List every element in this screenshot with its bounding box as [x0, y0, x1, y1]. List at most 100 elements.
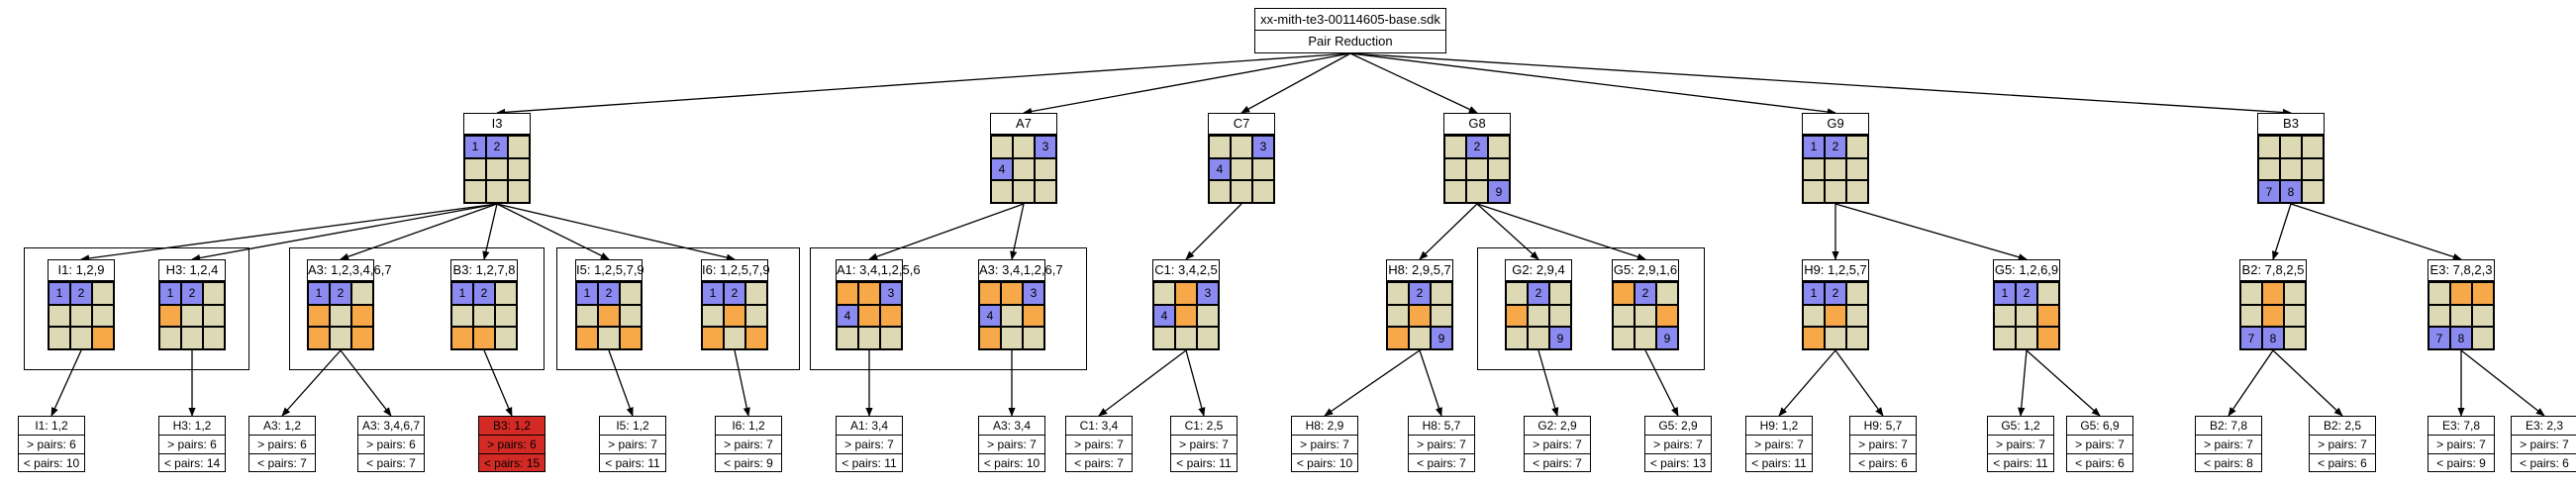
grid-cell: 2	[1825, 282, 1846, 305]
node-label: G5: 1,2,6,9	[1993, 259, 2060, 281]
grid-cell	[1209, 136, 1231, 158]
leaf-greater-pairs: > pairs: 7	[716, 436, 781, 454]
grid-cell	[858, 327, 880, 349]
grid-cell	[576, 327, 598, 349]
grid-cell	[1506, 327, 1528, 349]
grid-cell	[1431, 304, 1452, 328]
leaf-greater-pairs: > pairs: 7	[2067, 436, 2132, 454]
grid-cell	[2302, 136, 2324, 158]
grid-cell	[2284, 304, 2306, 328]
grid-cell: 4	[837, 304, 858, 328]
grid-cell	[1444, 136, 1466, 158]
node-cluster	[24, 247, 249, 370]
grid-cell	[1013, 157, 1035, 181]
tree-edge	[50, 349, 82, 417]
grid-cell	[451, 304, 473, 328]
leaf-label: H9: 5,7	[1850, 417, 1916, 436]
grid-cell	[495, 304, 517, 328]
grid-cell	[2450, 304, 2472, 328]
grid-cell	[702, 327, 724, 349]
grid-cell: 9	[1549, 327, 1571, 349]
leaf-node: B2: 7,8> pairs: 7< pairs: 8	[2195, 416, 2262, 472]
leaf-label: I6: 1,2	[716, 417, 781, 436]
leaf-label: G5: 1,2	[1988, 417, 2053, 436]
grid-cell: 4	[1153, 304, 1175, 328]
grid-cell	[1506, 282, 1528, 305]
grid-cell	[1001, 304, 1023, 328]
grid-cell: 9	[1488, 180, 1510, 203]
tree-edge	[483, 349, 513, 417]
tree-edge	[340, 349, 392, 417]
tree-edge	[1476, 203, 1539, 260]
grid-cell	[181, 327, 203, 349]
grid-cell	[508, 136, 530, 158]
leaf-node: A3: 1,2> pairs: 6< pairs: 7	[248, 416, 316, 472]
node-label: B3: 1,2,7,8	[450, 259, 518, 281]
grid-cell	[495, 327, 517, 349]
grid-cell	[2284, 327, 2306, 349]
grid-cell	[2037, 282, 2059, 305]
tree-edge	[1419, 349, 1442, 417]
grid-cell	[2240, 304, 2262, 328]
node-cluster	[556, 247, 800, 370]
grid-cell	[1001, 282, 1023, 305]
grid-cell	[1825, 304, 1846, 328]
leaf-greater-pairs: > pairs: 7	[2512, 436, 2576, 454]
grid-cell	[1846, 180, 1868, 203]
grid-cell	[473, 304, 495, 328]
grid-cell	[1528, 327, 1549, 349]
leaf-lesser-pairs: < pairs: 7	[257, 456, 307, 470]
grid-cell	[1444, 180, 1466, 203]
grid-cell: 2	[1409, 282, 1431, 305]
node-label: G8	[1443, 113, 1511, 135]
grid-cell	[745, 282, 767, 305]
leaf-node: G5: 6,9> pairs: 7< pairs: 6	[2066, 416, 2133, 472]
leaf-greater-pairs: > pairs: 7	[837, 436, 902, 454]
grid-cell	[70, 327, 92, 349]
root-title: xx-mith-te3-00114605-base.sdk	[1255, 9, 1445, 31]
grid-cell	[49, 304, 70, 328]
tree-edge	[1834, 349, 1884, 417]
grid-cell	[880, 304, 902, 328]
leaf-label: G2: 2,9	[1525, 417, 1590, 436]
node-label: A1: 3,4,1,2,5,6	[836, 259, 921, 281]
node-label: I1: 1,2,9	[48, 259, 115, 281]
leaf-node: H9: 5,7> pairs: 7< pairs: 6	[1849, 416, 1917, 472]
leaf-label: A3: 3,4	[979, 417, 1044, 436]
grid-cell	[837, 327, 858, 349]
node-label: C1: 3,4,2,5	[1152, 259, 1220, 281]
leaf-greater-pairs: > pairs: 7	[1988, 436, 2053, 454]
grid-cell	[159, 327, 181, 349]
grid-cell	[1466, 157, 1488, 181]
grid-cell	[2280, 157, 2302, 181]
leaf-greater-pairs: > pairs: 6	[19, 436, 84, 454]
grid-cell	[598, 304, 620, 328]
leaf-lesser-pairs: < pairs: 11	[1751, 456, 1807, 470]
leaf-lesser-pairs: < pairs: 15	[483, 456, 541, 470]
grid-cell: 3	[1035, 136, 1056, 158]
grid-cell	[2240, 282, 2262, 305]
grid-cell	[1387, 304, 1409, 328]
grid-cell	[70, 304, 92, 328]
leaf-node: B2: 2,5> pairs: 7< pairs: 6	[2309, 416, 2376, 472]
grid-cell	[351, 304, 373, 328]
tree-edge	[1349, 52, 1836, 116]
grid-cell	[508, 157, 530, 181]
tree-edge	[2026, 349, 2101, 417]
leaf-node: A1: 3,4> pairs: 7< pairs: 11	[836, 416, 903, 472]
grid-cell	[1175, 282, 1197, 305]
grid-cell	[1197, 304, 1219, 328]
grid-cell	[203, 282, 225, 305]
leaf-greater-pairs: > pairs: 7	[2196, 436, 2261, 454]
grid-cell	[1528, 304, 1549, 328]
